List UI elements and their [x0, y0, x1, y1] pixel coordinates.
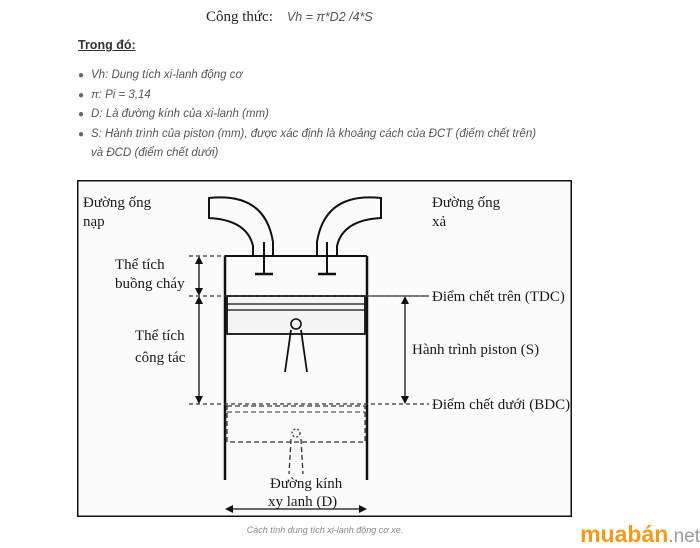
definition-item: ● Vh: Dung tích xi-lanh động cơ [78, 66, 638, 86]
arrow-head [401, 396, 409, 404]
brand-watermark: muabán.net [580, 521, 700, 548]
arrow-head [195, 288, 203, 296]
connecting-rod [284, 329, 308, 373]
diagram-frame [77, 180, 572, 517]
definition-item: ● D: Là đường kính của xi-lanh (mm) [78, 105, 638, 125]
definition-text: D: Là đường kính của xi-lanh (mm) [91, 108, 269, 120]
arrow-head [225, 505, 233, 513]
piston-bdc-pin [291, 428, 301, 438]
piston-tdc [226, 295, 366, 335]
exhaust-label-line1: Đường ống [432, 195, 501, 211]
bullet-icon: ● [78, 89, 85, 101]
figure-caption: Cách tính dung tích xi-lanh động cơ xe. [246, 525, 404, 535]
bullet-icon: ● [78, 128, 85, 140]
definition-item-continued: và ĐCD (điểm chết dưới) [78, 144, 638, 164]
intake-label-line1: Đường ống [83, 195, 152, 211]
definition-text: S: Hành trình của piston (mm), được xác … [91, 127, 537, 140]
connecting-rod-bdc [288, 438, 304, 475]
definition-item: ● S: Hành trình của piston (mm), được xác… [78, 125, 638, 145]
working-volume-label-line1: Thể tích [135, 328, 185, 344]
intake-label-line2: nạp [83, 214, 105, 230]
piston-pin [290, 318, 302, 330]
formula-label: Công thức: [206, 9, 273, 25]
definition-list: ● Vh: Dung tích xi-lanh động cơ ● π: Pi = … [78, 66, 638, 164]
combustion-volume-label-line2: buồng cháy [115, 276, 185, 292]
bdc-label: Điểm chết dưới (BDC) [432, 397, 570, 413]
engine-cylinder-diagram: Đường ống nạp Đường ống xả Thể tích buồn… [77, 180, 572, 517]
where-heading: Trong đó: [78, 38, 136, 52]
diagram-svg: Đường ống nạp Đường ống xả Thể tích buồn… [77, 180, 572, 517]
combustion-volume-label-line1: Thể tích [115, 257, 165, 273]
formula-expression: Vh = π*D2 /4*S [286, 10, 373, 24]
intake-pipe [208, 196, 274, 257]
arrow-head [195, 296, 203, 304]
bullet-icon: ● [78, 70, 85, 81]
diameter-label-line2: xy lanh (D) [268, 494, 337, 510]
brand-tld: .net [668, 526, 700, 547]
definition-text: và ĐCD (điểm chết dưới) [91, 147, 219, 159]
stroke-label: Hành trình piston (S) [412, 342, 539, 358]
definition-item: ● π: Pi = 3,14 [78, 86, 638, 106]
working-volume-label-line2: công tác [135, 350, 186, 366]
exhaust-label-line2: xả [432, 214, 447, 230]
piston-bdc [226, 405, 366, 443]
definition-text: Vh: Dung tích xi-lanh động cơ [91, 69, 243, 81]
brand-name: muabán [580, 521, 669, 547]
tdc-label: Điểm chết trên (TDC) [432, 289, 565, 305]
formula-line: Công thức: Vh = π*D2 /4*S [206, 9, 373, 31]
arrow-head [359, 505, 367, 513]
definition-text: π: Pi = 3,14 [91, 88, 151, 101]
diameter-label-line1: Đường kính [270, 476, 343, 492]
bullet-icon: ● [78, 109, 85, 120]
arrow-head [195, 256, 203, 264]
arrow-head [401, 296, 409, 304]
arrow-head [195, 396, 203, 404]
